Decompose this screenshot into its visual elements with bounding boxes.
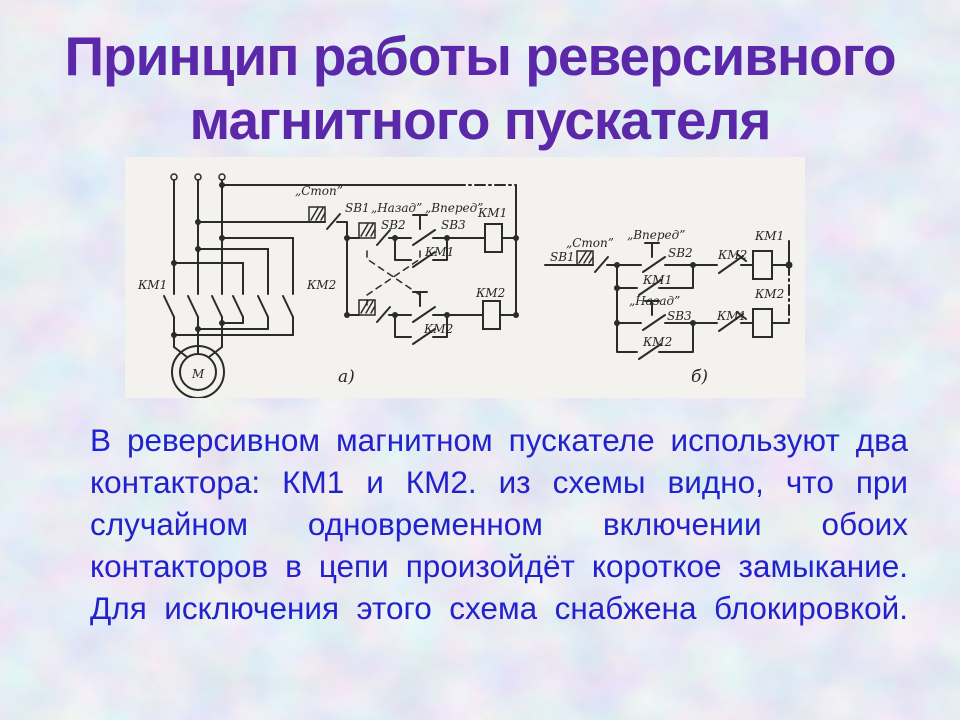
junction-dots-b [614, 261, 793, 326]
body-line: Для исключения этого схема снабжена блок… [90, 590, 908, 626]
label-sb2-a: SB2 [381, 218, 406, 232]
km1-coil-symbol [484, 223, 503, 253]
label-sb3-b: SB3 [667, 309, 692, 323]
label-km1-coil-b: КМ1 [754, 229, 784, 243]
panel-a-schematic: М [137, 173, 519, 398]
label-sb3-a: SB3 [441, 218, 466, 232]
title-line-1: Принцип работы реверсивного [64, 25, 896, 87]
label-back-b: „Назад” [629, 294, 680, 308]
body-paragraph: В реверсивном магнитном пускателе исполь… [90, 419, 908, 629]
label-sb2-b: SB2 [668, 246, 693, 260]
label-km2-coil-a: КМ2 [475, 286, 505, 300]
label-back-a: „Назад” [371, 201, 422, 215]
circuit-diagram-figure: М [125, 157, 805, 398]
km2-coil-symbol-b [752, 308, 773, 338]
label-km2-break-b: КМ2 [717, 248, 747, 262]
body-line: контактора: КМ1 и КМ2. из схемы видно, ч… [90, 464, 908, 500]
junction-dots [171, 182, 519, 338]
label-km2-aux-b: КМ2 [642, 335, 672, 349]
label-stop-b: „Стоп” [566, 236, 614, 250]
body-line: контакторов в цепи произойдёт короткое з… [90, 548, 908, 584]
label-km2-main: КМ2 [306, 278, 336, 292]
interlock-link [366, 250, 421, 306]
label-fwd-a: „Вперед” [425, 201, 483, 215]
circuit-schematic-svg: М [137, 173, 793, 398]
label-panel-a: а) [338, 367, 355, 387]
label-km2-coil-b: КМ2 [754, 287, 784, 301]
body-line: случайном одновременном включении обоих [90, 506, 908, 542]
label-km2-aux-a: КМ2 [423, 322, 453, 336]
km2-coil-symbol [482, 300, 501, 330]
label-km1-coil-a: КМ1 [477, 206, 507, 220]
sb1-stop-button-symbol [308, 206, 348, 239]
label-km1-aux-a: КМ1 [424, 245, 454, 259]
km1-coil-symbol-b [752, 250, 773, 280]
body-line: В реверсивном магнитном пускателе исполь… [90, 422, 908, 458]
label-sb1-b: SB1 [550, 250, 575, 264]
label-panel-b: б) [691, 367, 708, 387]
label-km1-break-b: КМ1 [716, 309, 746, 323]
forward-circuit-row [346, 214, 517, 268]
label-km1-main: КМ1 [137, 278, 167, 292]
km2-main-contacts [232, 295, 294, 318]
interlock-link [366, 250, 421, 306]
reverse-circuit-row [346, 237, 517, 345]
label-km1-aux-b: КМ1 [642, 273, 672, 287]
sb1-stop-button-symbol-b [544, 250, 642, 273]
label-fwd-b: „Вперед” [627, 228, 685, 242]
motor-label: М [191, 367, 205, 381]
title-line-2: магнитного пускателя [189, 89, 772, 151]
km1-main-contacts [163, 295, 223, 318]
panel-b-schematic: SB1 „Стоп” „Вперед” SB2 КМ1 КМ2 КМ1 „Наз… [544, 228, 793, 387]
label-sb1-a: SB1 [345, 201, 370, 215]
reverse-branch [616, 287, 790, 360]
label-stop-a: „Стоп” [295, 184, 343, 198]
motor-symbol [171, 345, 225, 398]
